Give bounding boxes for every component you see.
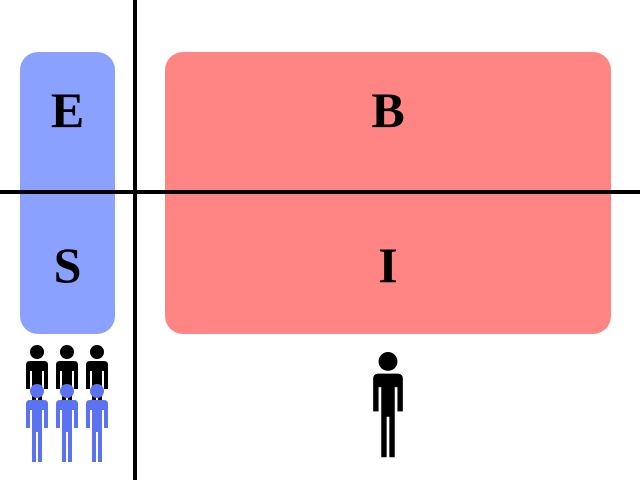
quadrant-label-i: I — [378, 237, 398, 293]
person-front-2 — [56, 384, 78, 462]
horizontal-axis-line — [0, 190, 640, 194]
person-back-1 — [26, 345, 48, 423]
quadrant-label-b: B — [371, 82, 405, 138]
people-group-icon — [26, 345, 108, 462]
person-single — [373, 352, 403, 458]
person-back-3 — [86, 345, 108, 423]
quadrant-label-e: E — [50, 82, 85, 138]
person-back-2 — [56, 345, 78, 423]
people-group-front-row — [26, 384, 108, 462]
person-icon — [373, 352, 403, 458]
quadrant-label-s: S — [53, 237, 82, 293]
person-front-1 — [26, 384, 48, 462]
vertical-axis-line — [133, 0, 137, 480]
person-front-3 — [86, 384, 108, 462]
people-group-back-row — [26, 345, 108, 423]
